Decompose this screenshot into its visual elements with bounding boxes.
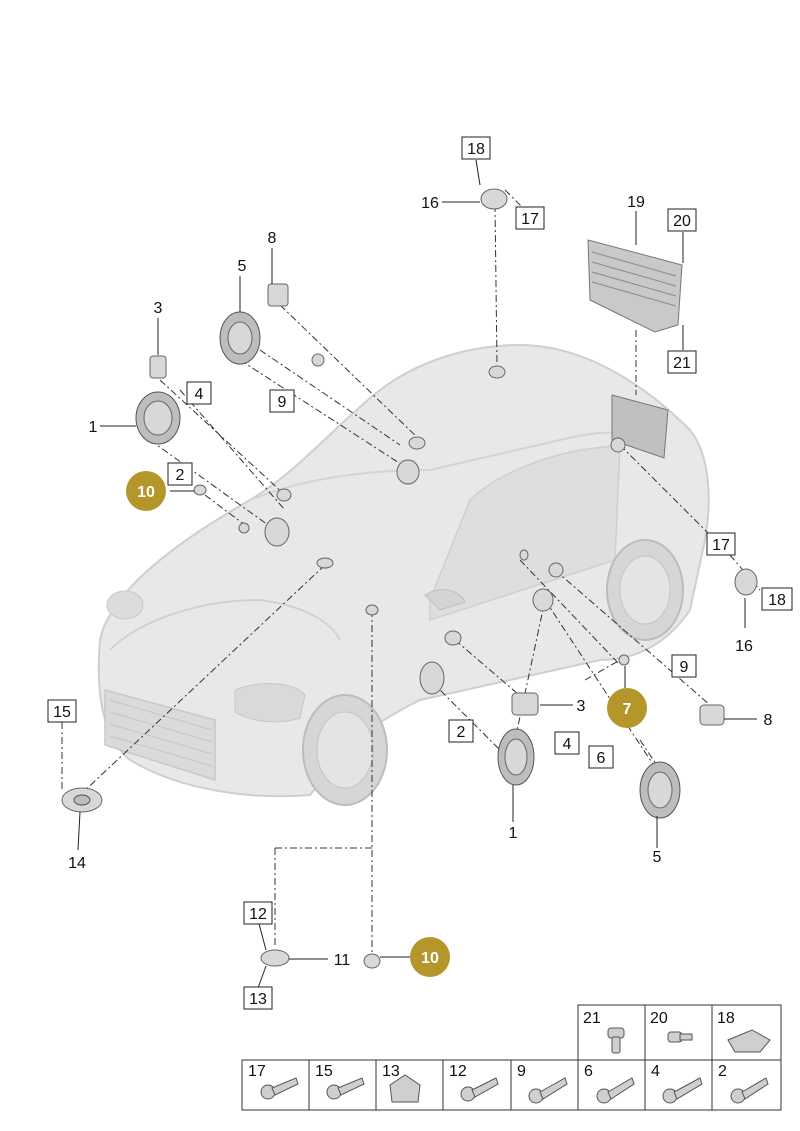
tweeter-8-top: [267, 283, 289, 307]
label-8-right: 8: [764, 712, 773, 729]
svg-text:9: 9: [680, 659, 689, 676]
badge-7: 7: [607, 688, 647, 728]
legend-cell-6: 6: [584, 1063, 593, 1080]
fastener-20: [667, 1031, 693, 1043]
tweeter-8-right: [699, 704, 725, 726]
svg-text:2: 2: [457, 724, 466, 741]
svg-text:21: 21: [673, 355, 691, 372]
fastener-17: [260, 1077, 299, 1100]
badge-10-left: 10: [126, 471, 166, 511]
legend-cell-20: 20: [650, 1010, 668, 1027]
svg-text:17: 17: [521, 211, 539, 228]
box-4-left: 4: [186, 381, 212, 405]
legend-cell-17: 17: [248, 1063, 266, 1080]
box-9-left: 9: [269, 389, 295, 413]
label-5-bottom: 5: [653, 849, 662, 866]
plain-numbers: 16 19 8 5 3 1 16 8 3 1 5 14 11: [68, 194, 772, 969]
clip-2-left: [193, 484, 207, 496]
box-2-mid: 2: [448, 719, 474, 743]
fastener-21: [607, 1027, 625, 1054]
connector-lines: [61, 189, 761, 955]
legend-cell-15: 15: [315, 1063, 333, 1080]
tweeter-3-mid: [511, 692, 539, 716]
legend-cell-9: 9: [517, 1063, 526, 1080]
box-15: 15: [47, 699, 77, 723]
label-5-top: 5: [238, 258, 247, 275]
label-16-top: 16: [421, 195, 439, 212]
tweeter-3-left: [149, 355, 167, 379]
legend-cell-12: 12: [449, 1063, 467, 1080]
parts: [61, 188, 758, 969]
svg-text:17: 17: [712, 537, 730, 554]
svg-text:9: 9: [278, 394, 287, 411]
label-1-left: 1: [89, 419, 98, 436]
speaker-1-bottom: [497, 728, 535, 786]
svg-text:18: 18: [467, 141, 485, 158]
box-17-top: 17: [515, 206, 545, 230]
fastener-12: [460, 1077, 499, 1102]
svg-text:6: 6: [597, 750, 606, 767]
speaker-16-top: [480, 188, 508, 210]
fastener-13: [389, 1074, 421, 1103]
box-20: 20: [667, 208, 697, 232]
fastener-18: [727, 1029, 771, 1053]
svg-text:7: 7: [623, 701, 632, 718]
legend-cell-21: 21: [583, 1010, 601, 1027]
fastener-6: [596, 1077, 635, 1104]
svg-text:12: 12: [249, 906, 267, 923]
legend-cell-2: 2: [718, 1063, 727, 1080]
label-3-left: 3: [154, 300, 163, 317]
svg-text:13: 13: [249, 991, 267, 1008]
car-body: [97, 343, 710, 806]
label-11: 11: [334, 952, 351, 969]
fastener-9: [528, 1077, 568, 1104]
legend-cell-13: 13: [382, 1063, 400, 1080]
box-2-left: 2: [167, 462, 193, 486]
svg-text:20: 20: [673, 213, 691, 230]
box-17-right: 17: [706, 532, 736, 556]
badge-10-bottom: 10: [410, 937, 450, 977]
box-13: 13: [243, 986, 273, 1010]
svg-text:18: 18: [768, 592, 786, 609]
fastener-15: [326, 1077, 365, 1100]
label-14: 14: [68, 855, 86, 872]
svg-text:10: 10: [137, 484, 155, 501]
label-16-right: 16: [735, 638, 753, 655]
amplifier-19: [587, 239, 683, 333]
svg-text:15: 15: [53, 704, 71, 721]
speaker-1-left: [135, 391, 181, 445]
part-11: [260, 949, 290, 967]
box-21: 21: [667, 350, 697, 374]
box-12: 12: [243, 901, 273, 925]
label-8-top: 8: [268, 230, 277, 247]
fastener-4: [662, 1077, 703, 1104]
svg-text:10: 10: [421, 950, 439, 967]
svg-text:4: 4: [195, 386, 204, 403]
badges: 10 7 10: [126, 471, 647, 977]
amplifier-installed: [611, 394, 669, 459]
speaker-16-right: [734, 568, 758, 596]
speaker-5-bottom: [639, 761, 681, 819]
legend-cell-18: 18: [717, 1010, 735, 1027]
box-18-right: 18: [761, 587, 793, 611]
fastener-2: [730, 1077, 769, 1104]
box-6: 6: [588, 745, 614, 769]
legend-cell-4: 4: [651, 1063, 660, 1080]
svg-text:2: 2: [176, 467, 185, 484]
label-19: 19: [627, 194, 645, 211]
box-9-right: 9: [671, 654, 697, 678]
box-4-mid: 4: [554, 731, 580, 755]
leader-lines: [77, 159, 757, 989]
speaker-5-top: [219, 311, 261, 365]
label-3-mid: 3: [577, 698, 586, 715]
label-1-bottom: 1: [509, 825, 518, 842]
legend-table: 21 20 18 17 15 13 12 9 6 4 2: [241, 1004, 782, 1111]
svg-text:4: 4: [563, 736, 572, 753]
boxed-numbers: 18 17 20 21 4 9 2 17 18 9 4 2 6 15 12 13: [47, 136, 793, 1010]
box-18-top: 18: [461, 136, 491, 160]
